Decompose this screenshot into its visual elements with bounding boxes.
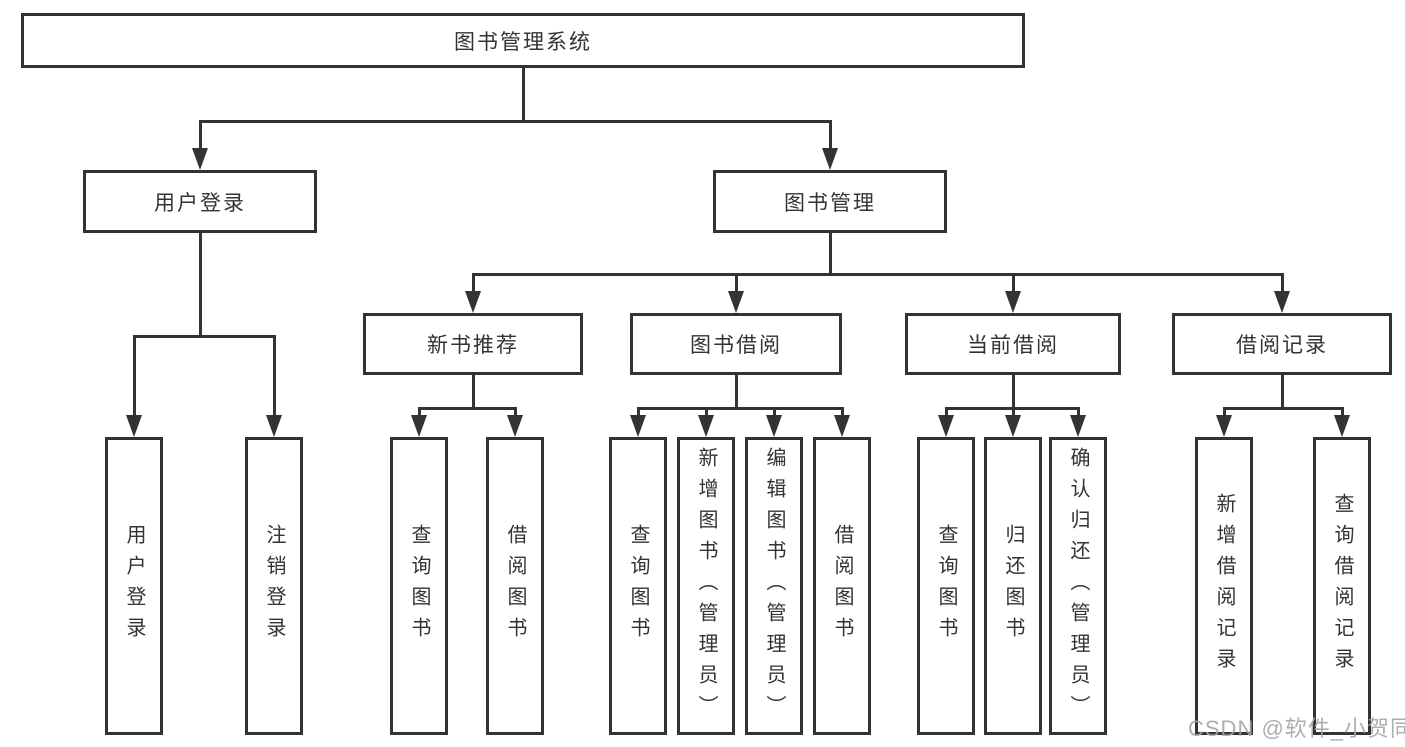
node-library-management-system: 图书管理系统 [21,13,1025,68]
connector-arrow-down [266,335,282,437]
leaf-label: 确认归还（管理员） [1067,446,1089,726]
connector-arrow-down [1216,407,1232,437]
connector-arrow-down [822,120,838,170]
connector-stem [1012,375,1015,407]
leaf-label: 借阅图书 [831,524,853,648]
leaf-logout: 注销登录 [245,437,303,735]
connector-arrow-down [766,407,782,437]
leaf-label: 注销登录 [263,524,285,648]
leaf-label: 新增借阅记录 [1213,493,1235,679]
connector-arrow-down [1274,273,1290,313]
connector-arrow-down [698,407,714,437]
connector-arrow-down [192,120,208,170]
node-label: 图书管理系统 [454,30,592,54]
connector-arrow-down [465,273,481,313]
leaf-label: 查询图书 [627,524,649,648]
node-book-borrow: 图书借阅 [630,313,842,375]
csdn-watermark: CSDN @软件_小贺同学 [1188,716,1405,741]
connector-rail [472,273,1283,276]
connector-arrow-down [728,273,744,313]
connector-arrow-down [1005,273,1021,313]
leaf-label: 归还图书 [1002,524,1024,648]
leaf-label: 查询借阅记录 [1331,493,1353,679]
connector-rail [133,335,275,338]
leaf-query-books-2: 查询图书 [609,437,667,735]
connector-arrow-down [1334,407,1350,437]
node-label: 用户登录 [154,191,246,215]
node-label: 新书推荐 [427,334,519,357]
connector-stem [735,375,738,407]
connector-stem [1281,375,1284,407]
leaf-add-borrow-record: 新增借阅记录 [1195,437,1253,735]
leaf-borrow-books: 借阅图书 [486,437,544,735]
node-label: 借阅记录 [1236,334,1328,357]
connector-stem [829,233,832,273]
connector-rail [199,120,831,123]
node-user-login: 用户登录 [83,170,317,233]
leaf-query-books-3: 查询图书 [917,437,975,735]
leaf-label: 查询图书 [935,524,957,648]
leaf-label: 新增图书（管理员） [695,446,717,726]
connector-stem [199,233,202,335]
connector-arrow-down [834,407,850,437]
connector-arrow-down [507,407,523,437]
connector-arrow-down [411,407,427,437]
connector-rail [1223,407,1343,410]
leaf-query-books: 查询图书 [390,437,448,735]
node-new-book-recommend: 新书推荐 [363,313,583,375]
leaf-edit-book-admin: 编辑图书（管理员） [745,437,803,735]
node-label: 当前借阅 [967,334,1059,357]
node-current-borrow: 当前借阅 [905,313,1121,375]
node-borrow-records: 借阅记录 [1172,313,1392,375]
leaf-label: 用户登录 [123,524,145,648]
leaf-add-book-admin: 新增图书（管理员） [677,437,735,735]
leaf-user-login: 用户登录 [105,437,163,735]
connector-rail [637,407,843,410]
node-book-management: 图书管理 [713,170,947,233]
connector-arrow-down [630,407,646,437]
connector-stem [522,68,525,120]
leaf-return-books: 归还图书 [984,437,1042,735]
leaf-label: 编辑图书（管理员） [763,446,785,726]
node-label: 图书管理 [784,191,876,215]
connector-arrow-down [938,407,954,437]
leaf-confirm-return-admin: 确认归还（管理员） [1049,437,1107,735]
leaf-label: 查询图书 [408,524,430,648]
connector-rail [418,407,516,410]
connector-arrow-down [1005,407,1021,437]
connector-arrow-down [1070,407,1086,437]
leaf-borrow-books-2: 借阅图书 [813,437,871,735]
leaf-query-borrow-record: 查询借阅记录 [1313,437,1371,735]
connector-stem [472,375,475,407]
connector-arrow-down [126,335,142,437]
node-label: 图书借阅 [690,334,782,357]
leaf-label: 借阅图书 [504,524,526,648]
